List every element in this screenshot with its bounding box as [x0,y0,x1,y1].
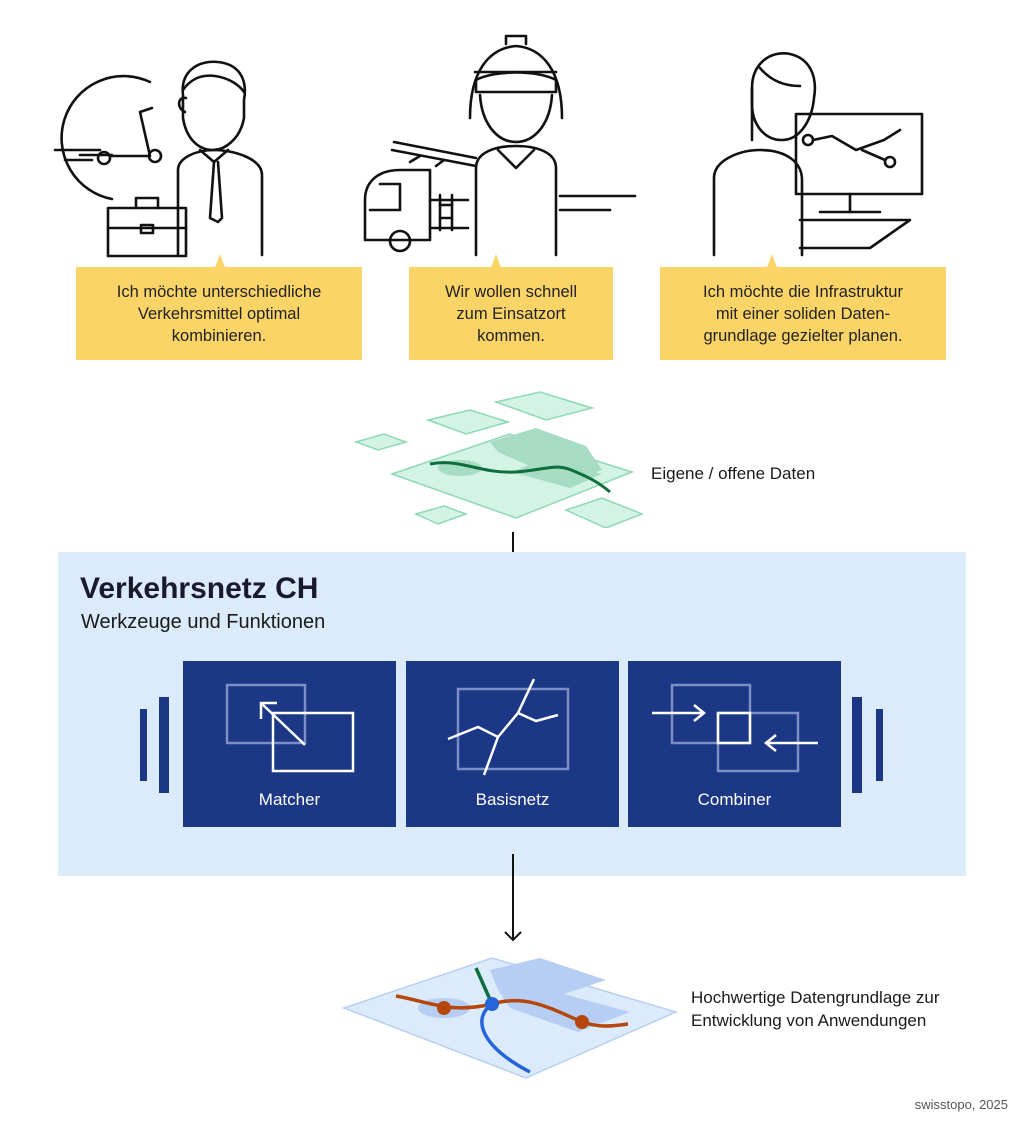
input-data-label: Eigene / offene Daten [651,464,816,483]
quote-line: zum Einsatzort [456,304,566,323]
quote-line: kommen. [477,326,545,345]
quote-bubble-planner: Ich möchte die Infrastruktur mit einer s… [660,267,946,360]
tool-basisnetz[interactable]: Basisnetz [406,661,619,827]
output-data-label: Hochwertige Datengrundlage zur Entwicklu… [691,986,940,1032]
tool-combiner[interactable]: Combiner [628,661,841,827]
quote-bubble-firefighter: Wir wollen schnell zum Einsatzort kommen… [409,267,613,360]
arrow-down-icon [504,854,522,942]
commuter-illustration [53,60,264,258]
combiner-icon [652,683,818,773]
firefighter-illustration [363,34,637,257]
matcher-icon [225,683,355,773]
right-bars-decoration [852,697,883,793]
planner-illustration [712,52,924,257]
persona-illustrations [53,34,924,258]
input-data-map-illustration [353,391,645,528]
quote-line: kombinieren. [171,326,267,345]
output-label-line: Entwicklung von Anwendungen [691,1011,927,1030]
bubble-tails [214,254,778,270]
network-icon [447,678,570,776]
quote-line: Wir wollen schnell [444,282,578,301]
tool-label: Matcher [258,790,321,809]
quote-bubble-commuter: Ich möchte unterschiedliche Verkehrsmitt… [76,267,362,360]
panel-subtitle: Werkzeuge und Funktionen [81,611,326,633]
tool-matcher[interactable]: Matcher [183,661,396,827]
quote-line: Ich möchte die Infrastruktur [703,282,903,301]
quote-line: grundlage gezielter planen. [703,326,903,345]
quote-line: Ich möchte unterschiedliche [116,282,322,301]
quote-line: Verkehrsmittel optimal [137,304,301,323]
left-bars-decoration [140,697,169,793]
tool-label: Basisnetz [475,790,550,809]
credit-text: swisstopo, 2025 [914,1097,1008,1112]
quote-line: mit einer soliden Daten- [715,304,891,323]
panel-title: Verkehrsnetz CH [80,572,319,605]
tool-label: Combiner [697,790,772,809]
output-label-line: Hochwertige Datengrundlage zur [691,988,940,1007]
output-map-illustration [341,957,679,1079]
